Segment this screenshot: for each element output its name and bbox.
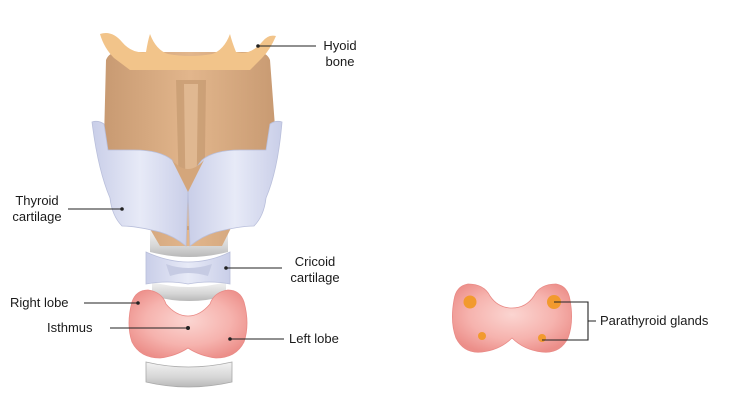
thyroid-posterior bbox=[452, 283, 572, 353]
trachea-ring-1 bbox=[152, 282, 226, 301]
label-hyoid-line2: bone bbox=[325, 54, 355, 69]
label-thyroid-cartilage: Thyroid cartilage bbox=[6, 193, 68, 225]
thyroid-gland bbox=[128, 289, 248, 359]
leader-left-lobe-dot bbox=[228, 337, 232, 341]
label-cricoid-line1: Cricoid bbox=[294, 254, 336, 269]
thyroid-gland-shape bbox=[128, 289, 248, 359]
leader-right-lobe-dot bbox=[136, 301, 140, 305]
leader-parathyroid-bracket bbox=[542, 301, 596, 341]
parathyroid-upper-left bbox=[463, 295, 477, 309]
parathyroid-lower-left bbox=[478, 332, 486, 340]
leader-lines bbox=[68, 44, 596, 341]
thyroid-posterior-shape bbox=[452, 283, 572, 353]
thyroid-cartilage-left-wing bbox=[91, 120, 189, 247]
trachea-ring-bottom bbox=[145, 361, 233, 388]
cricoid-cartilage bbox=[145, 251, 231, 285]
thyroid-cartilage bbox=[91, 120, 283, 247]
leader-thyroid-cartilage-dot bbox=[120, 207, 124, 211]
parathyroid-lower-right bbox=[538, 334, 546, 342]
leader-hyoid-dot bbox=[256, 44, 260, 48]
label-cricoid-line2: cartilage bbox=[290, 270, 340, 285]
label-right-lobe: Right lobe bbox=[10, 295, 69, 310]
thyroid-cartilage-right-wing bbox=[187, 120, 283, 247]
label-parathyroid-glands: Parathyroid glands bbox=[600, 313, 709, 328]
label-hyoid-line1: Hyoid bbox=[323, 38, 357, 53]
hyoid-bone bbox=[100, 33, 276, 70]
thyroid-cartilage-notch bbox=[172, 160, 204, 192]
label-thyroid-cartilage-line2: cartilage bbox=[12, 209, 62, 224]
label-hyoid-bone: Hyoid bone bbox=[318, 38, 362, 70]
label-left-lobe: Left lobe bbox=[289, 331, 339, 346]
leader-cricoid-dot bbox=[224, 266, 228, 270]
label-cricoid-cartilage: Cricoid cartilage bbox=[284, 254, 346, 286]
label-isthmus: Isthmus bbox=[47, 320, 93, 335]
label-thyroid-cartilage-line1: Thyroid bbox=[15, 193, 59, 208]
cricoid-inner bbox=[166, 264, 212, 276]
